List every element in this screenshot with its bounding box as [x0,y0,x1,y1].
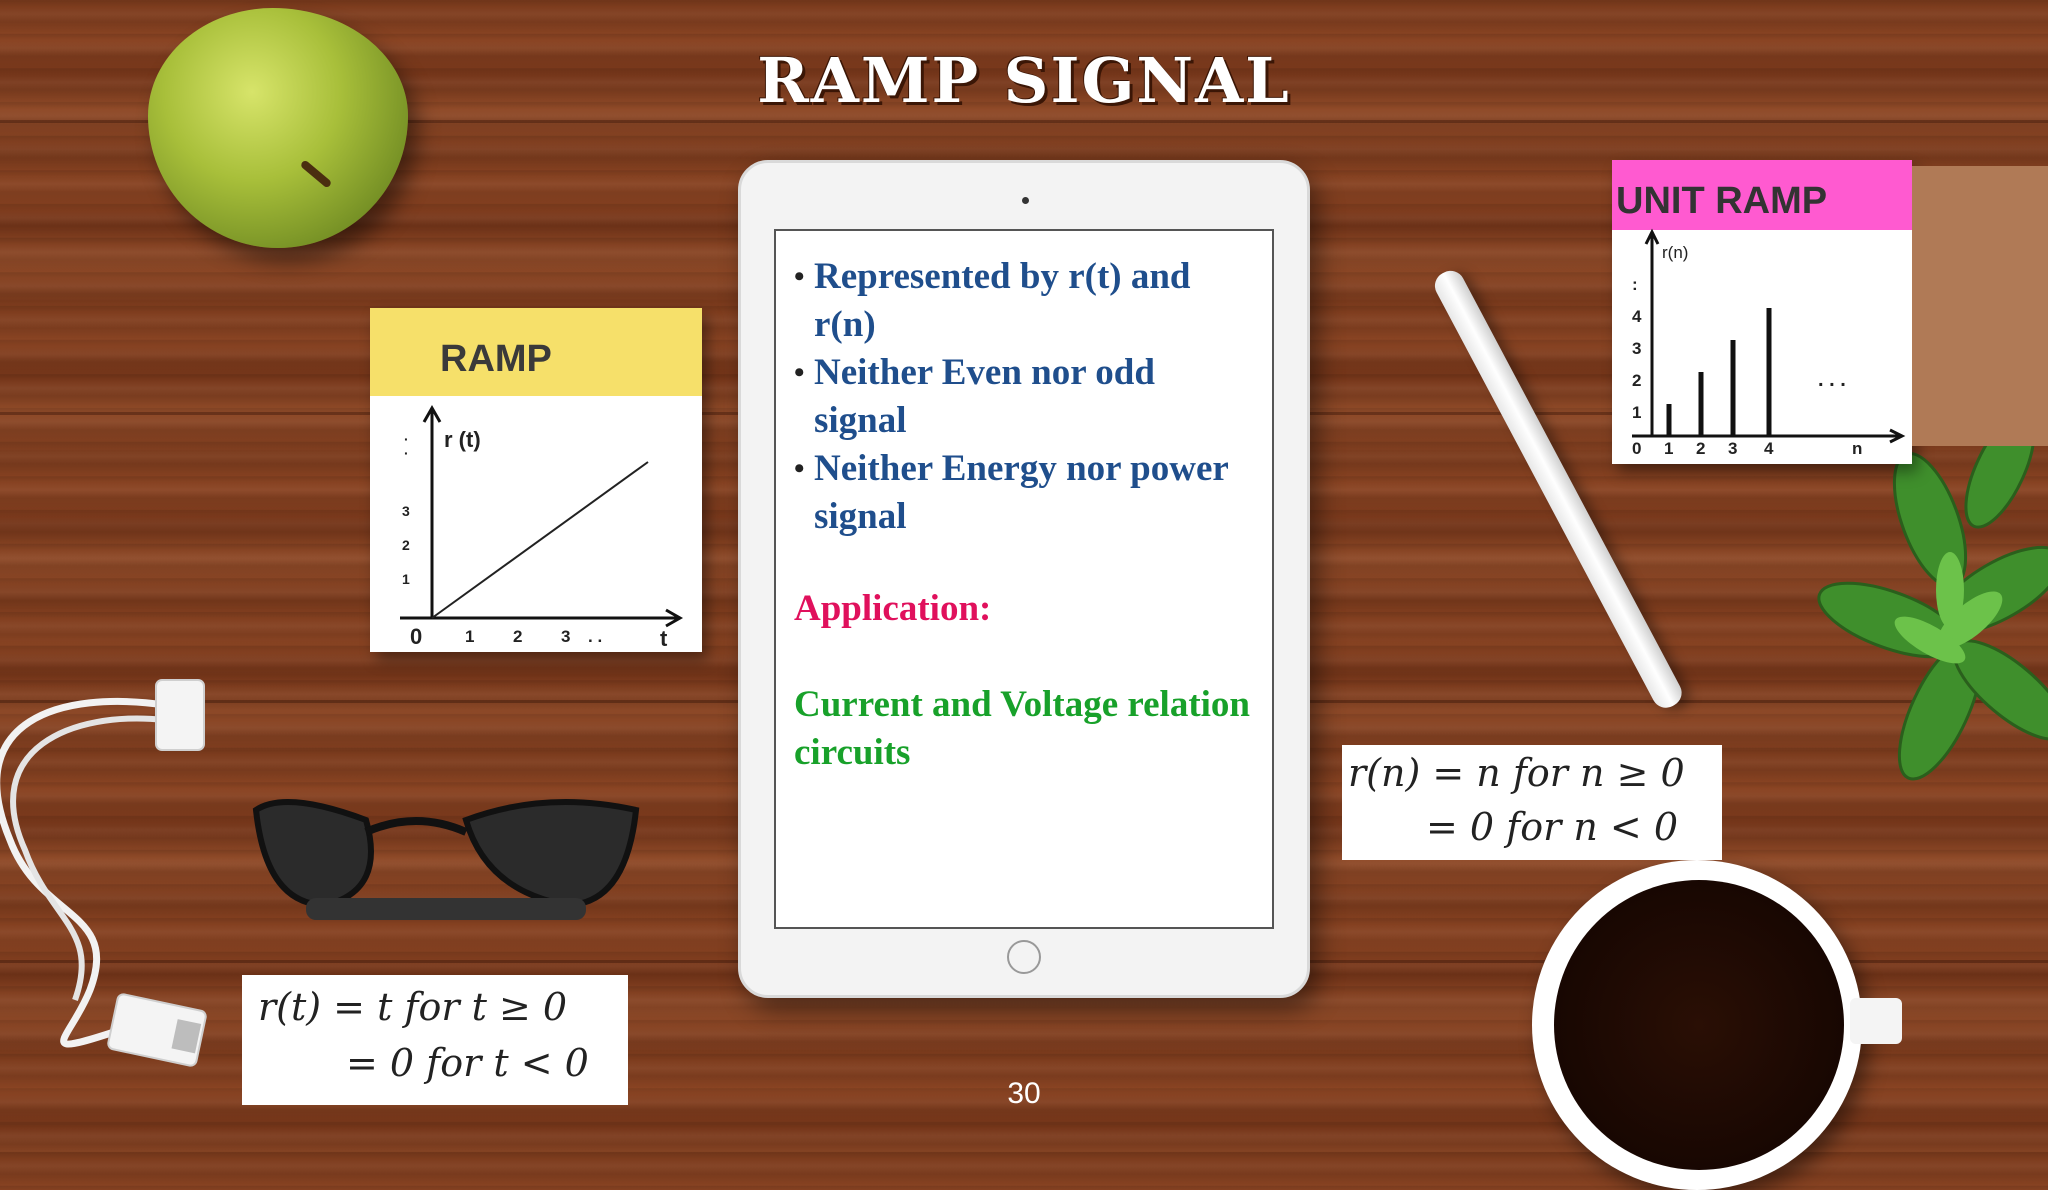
unit-ramp-y-arrow [1644,228,1660,245]
ramp-y-tick: 2 [402,537,410,553]
formula-line: = 0 for t < 0 [346,1041,589,1085]
unit-ramp-x-tick: 0 [1632,439,1641,458]
ramp-note-heading: RAMP [440,338,552,380]
ramp-x-tick: 3 [561,627,570,646]
ramp-x-tick: 1 [465,627,474,646]
formula-continuous: r(t) = t for t ≥ 0 = 0 for t < 0 [242,975,628,1105]
application-text: Current and Voltage relation circuits [794,684,1251,773]
slide-title: RAMP SIGNAL [757,44,1291,117]
plant-icon [1817,411,2048,781]
application-heading: Application: [794,588,992,629]
coffee-surface [1554,880,1844,1170]
unit-ramp-x-arrow [1889,428,1906,444]
unit-ramp-x-tick: 1 [1664,439,1673,458]
apple-icon [148,8,408,248]
ramp-line [431,461,649,619]
formula-line: r(n) = n for n ≥ 0 [1348,751,1685,795]
plank-seam [0,120,2048,123]
unit-ramp-x-tick: 2 [1696,439,1705,458]
unit-ramp-note-backing [1912,166,2048,446]
ramp-note: RAMP r (t) 0 1 2 3 . . t 1 2 3 · · [370,308,702,652]
unit-ramp-heading: UNIT RAMP [1616,180,1828,222]
ramp-note-header: RAMP [370,308,702,396]
ramp-y-arrow [422,404,442,423]
unit-ramp-y-tick: 3 [1632,339,1641,358]
ramp-xlabel: t [660,626,668,651]
cup-handle [1850,998,1902,1044]
formula-line: = 0 for n < 0 [1426,805,1679,849]
formula-discrete: r(n) = n for n ≥ 0 = 0 for n < 0 [1342,745,1722,860]
ramp-y-tick: 1 [402,571,410,587]
unit-ramp-graph: r(n) 0 1 2 3 4 n 1 2 3 4 : . . . [1632,228,1906,458]
ramp-y-tick: · [404,445,409,461]
tablet-camera [1022,197,1029,204]
unit-ramp-y-tick: 2 [1632,371,1641,390]
ramp-ylabel: r (t) [444,427,481,452]
usb-cable-icon [0,679,207,1067]
unit-ramp-xlabel: n [1852,439,1862,458]
bullet-item: Represented by r(t) and r(n) [794,253,1254,349]
glasses-icon [252,799,640,920]
tablet: Represented by r(t) and r(n) Neither Eve… [738,160,1310,998]
bullet-list: Represented by r(t) and r(n) Neither Eve… [794,253,1254,541]
bullet-item: Neither Energy nor power signal [794,445,1254,541]
unit-ramp-note-header: UNIT RAMP [1612,160,1912,230]
tablet-screen: Represented by r(t) and r(n) Neither Eve… [774,229,1274,929]
ramp-origin: 0 [410,624,422,649]
ramp-y-tick: 3 [402,503,410,519]
unit-ramp-note: UNIT RAMP r(n) 0 1 2 3 4 n 1 2 3 4 : . .… [1612,160,2048,464]
ramp-y-tick: · [404,431,409,447]
tablet-home-button[interactable] [1007,940,1041,974]
unit-ramp-x-tick: 3 [1728,439,1737,458]
unit-ramp-y-tick: 1 [1632,403,1641,422]
ramp-x-tick: 2 [513,627,522,646]
ramp-x-arrow [665,608,684,628]
unit-ramp-y-tick: : [1632,275,1638,294]
ramp-x-tick: . . [588,627,602,646]
unit-ramp-ylabel: r(n) [1662,243,1688,262]
formula-line: r(t) = t for t ≥ 0 [258,985,568,1029]
page-number: 30 [1007,1077,1041,1110]
unit-ramp-y-tick: 4 [1632,307,1642,326]
ramp-graph: r (t) 0 1 2 3 . . t 1 2 3 · · [400,404,684,651]
unit-ramp-x-tick: 4 [1764,439,1774,458]
bullet-item: Neither Even nor odd signal [794,349,1254,445]
unit-ramp-ellipsis: . . . [1818,369,1846,391]
